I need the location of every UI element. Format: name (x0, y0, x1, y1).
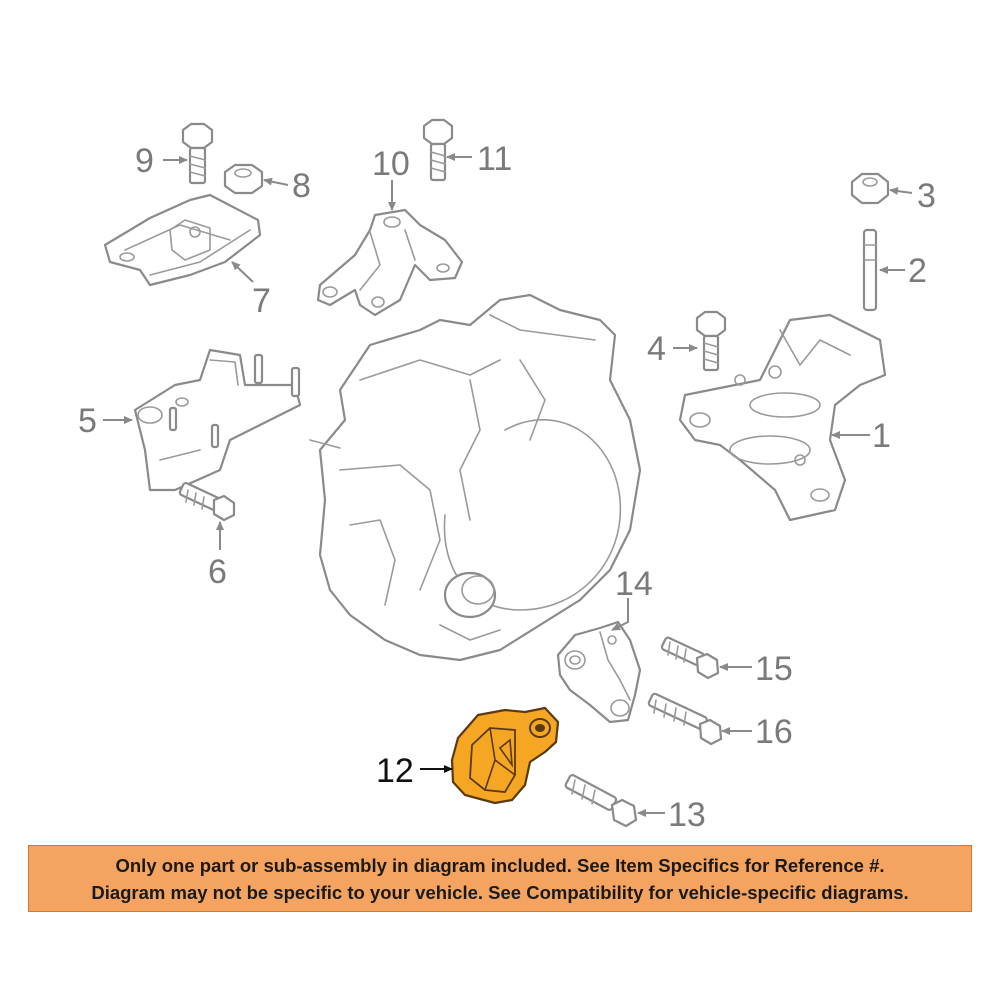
part-16-bolt (647, 692, 723, 746)
part-2-stud (862, 228, 878, 312)
parts-diagram: 1 2 3 4 5 6 7 8 9 10 11 12 13 14 15 16 (78, 118, 936, 834)
callout-7: 7 (252, 282, 271, 320)
part-1-engine-mount (678, 313, 887, 522)
part-15-bolt (660, 636, 720, 680)
callout-8: 8 (292, 167, 311, 205)
callout-10: 10 (372, 145, 410, 183)
callout-11: 11 (477, 140, 512, 178)
disclaimer-banner: Only one part or sub-assembly in diagram… (28, 845, 972, 912)
callout-12: 12 (376, 752, 414, 790)
part-11-bolt (422, 118, 454, 182)
callout-3: 3 (917, 177, 936, 215)
callout-16: 16 (755, 713, 793, 751)
part-13-bolt (564, 774, 638, 828)
part-7-bracket (103, 193, 262, 287)
disclaimer-line-2: Diagram may not be specific to your vehi… (91, 882, 909, 903)
part-12-highlighted-mount (450, 706, 560, 805)
callout-13: 13 (668, 796, 706, 834)
callout-6: 6 (208, 553, 227, 591)
callout-5: 5 (78, 402, 97, 440)
part-6-bolt (178, 481, 236, 522)
callout-2: 2 (908, 252, 927, 290)
part-8-nut (223, 163, 264, 195)
transmission-housing (309, 293, 642, 662)
callout-labels: 1 2 3 4 5 6 7 8 9 10 11 12 13 14 15 16 (78, 140, 936, 834)
leader-arrows (103, 153, 913, 817)
part-4-bolt (695, 310, 727, 372)
part-5-bracket (133, 348, 302, 492)
callout-9: 9 (135, 142, 154, 180)
part-9-bolt (181, 122, 214, 185)
callout-15: 15 (755, 650, 793, 688)
disclaimer-line-1: Only one part or sub-assembly in diagram… (115, 855, 885, 876)
part-3-nut (850, 172, 890, 205)
callout-14: 14 (615, 565, 653, 603)
callout-1: 1 (872, 417, 891, 455)
part-10-bracket (316, 208, 464, 317)
callout-4: 4 (647, 330, 666, 368)
part-14-bracket (556, 620, 642, 724)
